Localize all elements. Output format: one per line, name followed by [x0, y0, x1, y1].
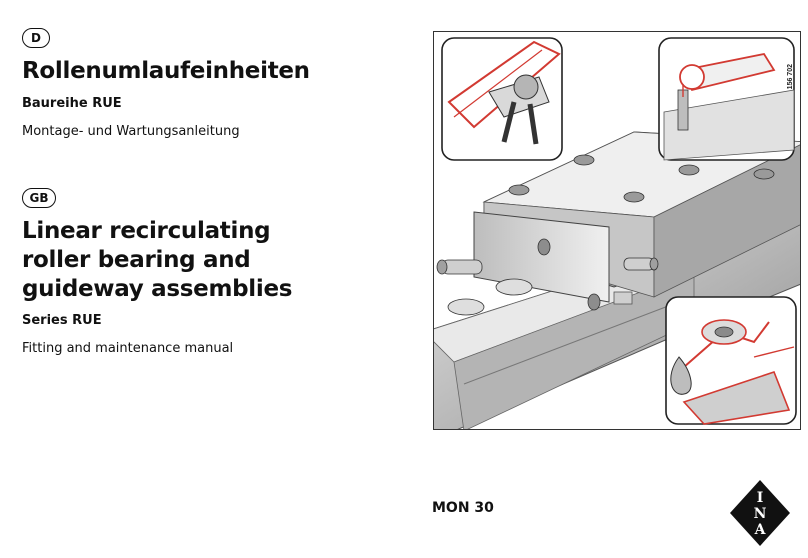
lang-badge-gb: GB	[22, 188, 56, 208]
manual-gb: Fitting and maintenance manual	[22, 341, 234, 356]
title-gb-line-2: roller bearing and	[22, 247, 251, 273]
figure-code: 156 702	[787, 64, 794, 89]
product-illustration: 156 702	[433, 31, 801, 430]
inset-rail-detail	[441, 37, 563, 161]
title-de: Rollenumlaufeinheiten	[22, 58, 310, 84]
guideway-drawing: 156 702	[434, 37, 800, 429]
manual-de: Montage- und Wartungsanleitung	[22, 124, 240, 139]
ina-logo-letter-n: N	[754, 506, 767, 522]
inset-lubrication-detail	[665, 296, 797, 425]
document-number: MON 30	[432, 500, 494, 516]
lang-badge-de: D	[22, 28, 50, 48]
title-gb: Linear recirculating roller bearing and …	[22, 217, 342, 304]
series-gb: Series RUE	[22, 313, 102, 328]
title-gb-line-1: Linear recirculating	[22, 218, 271, 244]
ina-logo-letter-a: A	[754, 522, 767, 538]
title-gb-line-3: guideway assemblies	[22, 276, 293, 302]
ina-logo-letter-i: I	[757, 490, 764, 506]
ina-logo: I N A	[730, 480, 790, 546]
series-de: Baureihe RUE	[22, 96, 122, 111]
inset-screw-detail	[658, 37, 795, 161]
